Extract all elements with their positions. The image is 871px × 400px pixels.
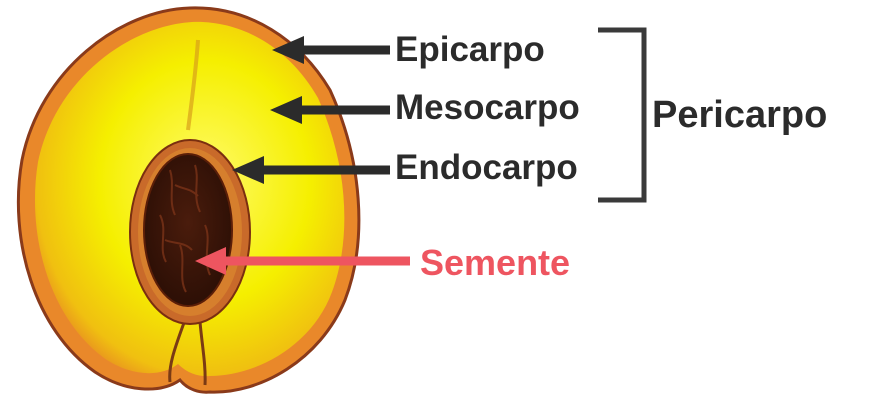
label-mesocarp: Mesocarpo xyxy=(395,90,580,125)
label-endocarp: Endocarpo xyxy=(395,150,578,185)
pericarp-bracket xyxy=(598,30,644,200)
fruit-seed-stone xyxy=(144,154,232,306)
label-epicarp: Epicarpo xyxy=(395,32,545,67)
label-seed: Semente xyxy=(420,245,570,281)
label-pericarp: Pericarpo xyxy=(652,96,827,134)
